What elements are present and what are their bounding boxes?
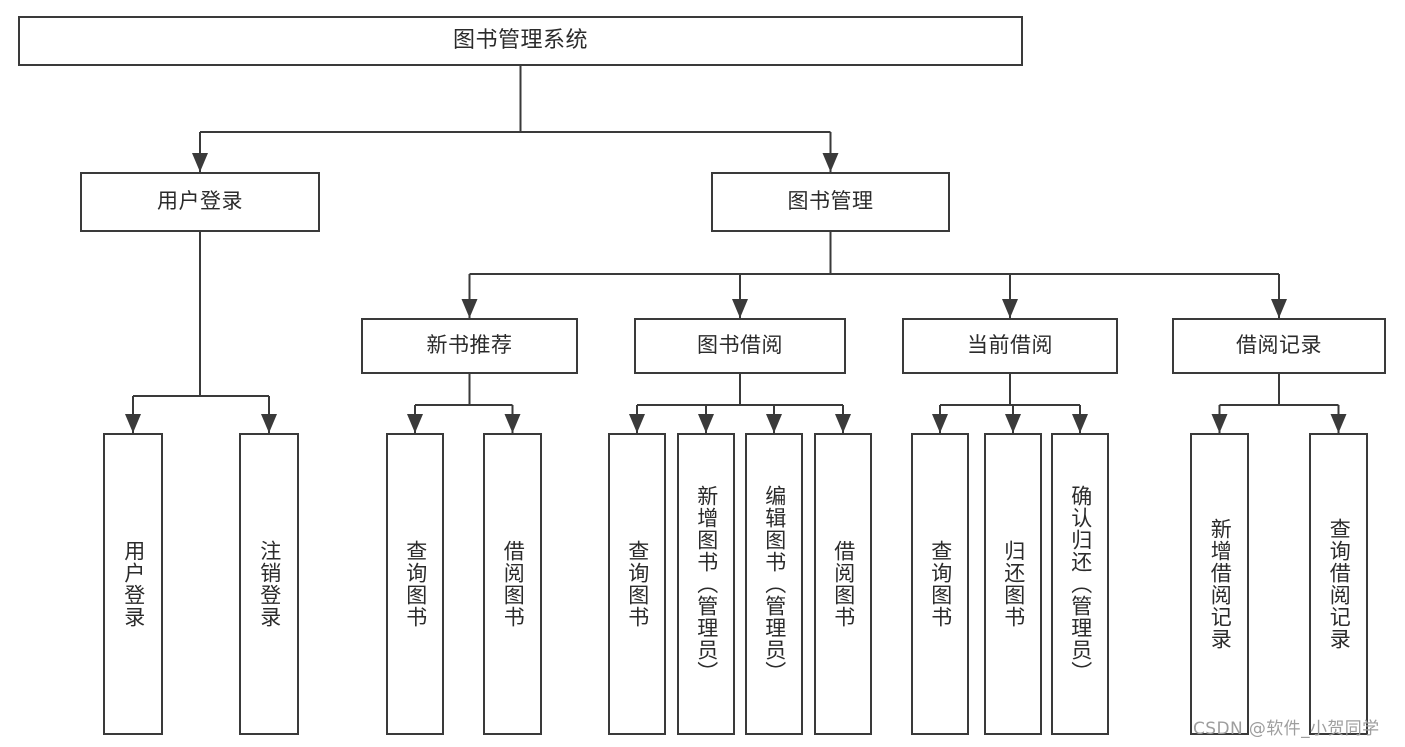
node-borrow-record[interactable]: 借阅记录 xyxy=(1172,318,1386,374)
node-user-login[interactable]: 用户登录 xyxy=(80,172,320,232)
node-label: 当前借阅 xyxy=(967,333,1053,358)
arrowhead-icon xyxy=(407,414,423,433)
arrowhead-icon xyxy=(1271,299,1287,318)
node-label: 借阅图书 xyxy=(501,540,526,628)
node-leaf-9[interactable]: 查询图书 xyxy=(911,433,969,735)
node-leaf-8[interactable]: 借阅图书 xyxy=(814,433,872,735)
node-label: 确认归还（管理员） xyxy=(1068,485,1093,683)
node-label: 查询借阅记录 xyxy=(1327,518,1352,650)
arrowhead-icon xyxy=(835,414,851,433)
node-label: 查询图书 xyxy=(625,540,650,628)
node-label: 图书管理 xyxy=(787,189,874,214)
node-label: 图书管理系统 xyxy=(452,27,588,53)
node-label: 新增借阅记录 xyxy=(1208,518,1233,650)
node-label: 用户登录 xyxy=(121,540,146,628)
node-label: 查询图书 xyxy=(403,540,428,628)
node-leaf-2[interactable]: 注销登录 xyxy=(239,433,299,735)
arrowhead-icon xyxy=(732,299,748,318)
node-book-manage[interactable]: 图书管理 xyxy=(711,172,950,232)
node-book-borrow[interactable]: 图书借阅 xyxy=(634,318,846,374)
arrowhead-icon xyxy=(1330,414,1347,433)
arrowhead-icon xyxy=(1002,299,1018,318)
node-new-book-rec[interactable]: 新书推荐 xyxy=(361,318,578,374)
arrowhead-icon xyxy=(1211,414,1228,433)
node-label: 归还图书 xyxy=(1001,540,1026,628)
node-label: 新书推荐 xyxy=(426,333,513,358)
node-leaf-12[interactable]: 新增借阅记录 xyxy=(1190,433,1249,735)
node-leaf-5[interactable]: 查询图书 xyxy=(608,433,666,735)
watermark: CSDN @软件_小贺同学 xyxy=(1193,719,1380,739)
node-label: 查询图书 xyxy=(928,540,953,628)
arrowhead-icon xyxy=(822,153,839,172)
arrowhead-icon xyxy=(1005,414,1021,433)
node-label: 注销登录 xyxy=(257,540,282,628)
arrowhead-icon xyxy=(461,299,478,318)
node-label: 借阅图书 xyxy=(831,540,856,628)
arrowhead-icon xyxy=(932,414,948,433)
arrowhead-icon xyxy=(766,414,782,433)
arrowhead-icon xyxy=(629,414,645,433)
arrowhead-icon xyxy=(698,414,714,433)
arrowhead-icon xyxy=(125,414,141,433)
node-label: 编辑图书（管理员） xyxy=(762,485,787,683)
node-leaf-11[interactable]: 确认归还（管理员） xyxy=(1051,433,1109,735)
node-current-borrow[interactable]: 当前借阅 xyxy=(902,318,1118,374)
arrowhead-icon xyxy=(1072,414,1088,433)
node-label: 图书借阅 xyxy=(697,333,783,358)
arrowhead-icon xyxy=(504,414,521,433)
node-leaf-6[interactable]: 新增图书（管理员） xyxy=(677,433,735,735)
node-leaf-13[interactable]: 查询借阅记录 xyxy=(1309,433,1368,735)
node-root[interactable]: 图书管理系统 xyxy=(18,16,1023,66)
node-leaf-10[interactable]: 归还图书 xyxy=(984,433,1042,735)
node-leaf-4[interactable]: 借阅图书 xyxy=(483,433,542,735)
arrowhead-icon xyxy=(261,414,277,433)
node-label: 用户登录 xyxy=(157,189,243,214)
node-leaf-7[interactable]: 编辑图书（管理员） xyxy=(745,433,803,735)
node-leaf-3[interactable]: 查询图书 xyxy=(386,433,444,735)
arrowhead-icon xyxy=(192,153,208,172)
node-label: 借阅记录 xyxy=(1236,333,1322,358)
node-leaf-1[interactable]: 用户登录 xyxy=(103,433,163,735)
node-label: 新增图书（管理员） xyxy=(694,485,719,683)
